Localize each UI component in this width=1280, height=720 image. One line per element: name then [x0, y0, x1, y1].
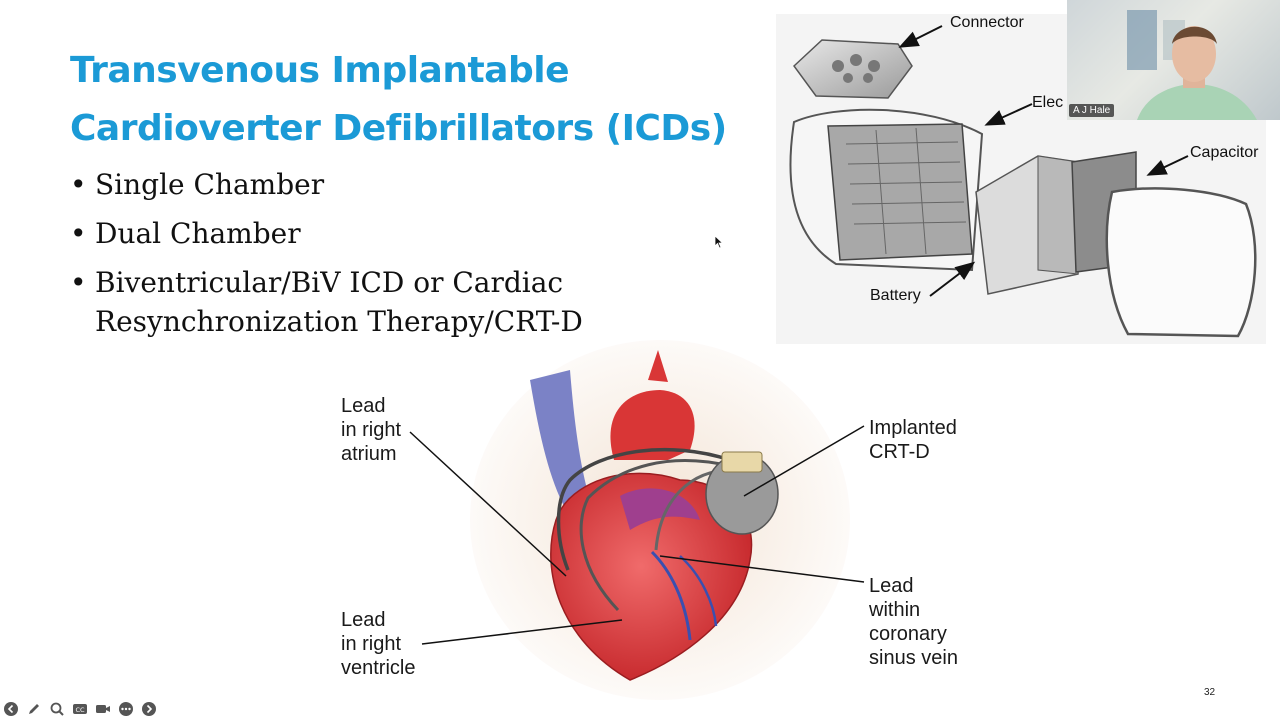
- label-line: Lead: [341, 395, 386, 417]
- zoom-icon: [50, 702, 64, 716]
- participant-avatar: [1127, 10, 1257, 120]
- mouse-cursor-icon: [714, 235, 724, 249]
- zoom-button[interactable]: [48, 700, 66, 718]
- more-options-button[interactable]: [117, 700, 135, 718]
- lead-right-atrium-label: Lead in right atrium: [341, 394, 401, 466]
- lead-wire-atrium: [556, 447, 731, 571]
- casing-back: [1105, 187, 1257, 338]
- label-line: Lead: [341, 609, 386, 631]
- electronics-label: Elec: [1032, 94, 1064, 111]
- implanted-crt-d-label: Implanted CRT-D: [869, 416, 957, 464]
- label-line: in right: [341, 419, 402, 441]
- label-line: in right: [341, 633, 402, 655]
- slide-title-line-2: Cardioverter Defibrillators (ICDs): [70, 108, 727, 149]
- forward-icon: [142, 702, 156, 716]
- participant-name: A J Hale: [1069, 104, 1115, 117]
- electronics-circuit: [827, 123, 973, 261]
- camera-button[interactable]: [94, 700, 112, 718]
- camera-icon: [96, 705, 110, 713]
- pen-tool-button[interactable]: [25, 700, 43, 718]
- icd-exploded-diagram: Connector Elec Capacitor Battery: [776, 14, 1266, 344]
- bullet-text: Single Chamber: [95, 168, 325, 201]
- slide-number: 32: [1204, 687, 1216, 698]
- capacitor-label: Capacitor: [1190, 144, 1259, 161]
- previous-slide-button[interactable]: [2, 700, 20, 718]
- label-line: coronary: [869, 623, 947, 645]
- captions-label: CC: [75, 706, 85, 714]
- label-line: ventricle: [341, 657, 416, 679]
- bullet-text: Biventricular/BiV ICD or Cardiac: [95, 266, 564, 299]
- label-line: sinus vein: [869, 647, 958, 669]
- label-line: Lead: [869, 575, 914, 597]
- slide-title-line-1: Transvenous Implantable: [70, 50, 570, 91]
- pulmonary-artery: [620, 488, 700, 530]
- bullet-list: Single Chamber Dual Chamber Biventricula…: [70, 165, 690, 351]
- crt-d-heart-diagram: Lead in right atrium Lead in right ventr…: [330, 320, 990, 700]
- next-slide-button[interactable]: [140, 700, 158, 718]
- back-icon: [4, 702, 18, 716]
- icd-device-illustration: [789, 25, 1257, 338]
- captions-icon: CC: [73, 704, 87, 714]
- battery-label: Battery: [870, 287, 921, 304]
- lead-wire-ventricle: [579, 459, 731, 612]
- bullet-item: Single Chamber: [70, 165, 690, 204]
- aorta: [610, 390, 695, 460]
- bullet-item: Dual Chamber: [70, 214, 690, 253]
- bullet-text-continued: Resynchronization Therapy/CRT-D: [95, 305, 583, 338]
- label-line: within: [869, 599, 921, 621]
- slideshow-toolbar: CC: [2, 700, 158, 718]
- label-line: Implanted: [869, 417, 957, 439]
- heart: [550, 472, 753, 681]
- pen-icon: [29, 704, 39, 714]
- webcam-video-tile[interactable]: A J Hale: [1067, 0, 1280, 120]
- connector-part: [793, 39, 913, 99]
- captions-button[interactable]: CC: [71, 700, 89, 718]
- more-icon: [119, 702, 133, 716]
- label-line: atrium: [341, 443, 397, 465]
- label-line: CRT-D: [869, 441, 930, 463]
- slide-title: Transvenous Implantable Cardioverter Def…: [70, 42, 770, 158]
- bullet-item: Biventricular/BiV ICD or Cardiac Resynch…: [70, 263, 690, 341]
- lead-coronary-sinus-label: Lead within coronary sinus vein: [869, 574, 958, 670]
- heart-illustration: [409, 340, 865, 700]
- lead-right-ventricle-label: Lead in right ventricle: [341, 608, 415, 680]
- bullet-text: Dual Chamber: [95, 217, 301, 250]
- connector-label: Connector: [950, 14, 1024, 31]
